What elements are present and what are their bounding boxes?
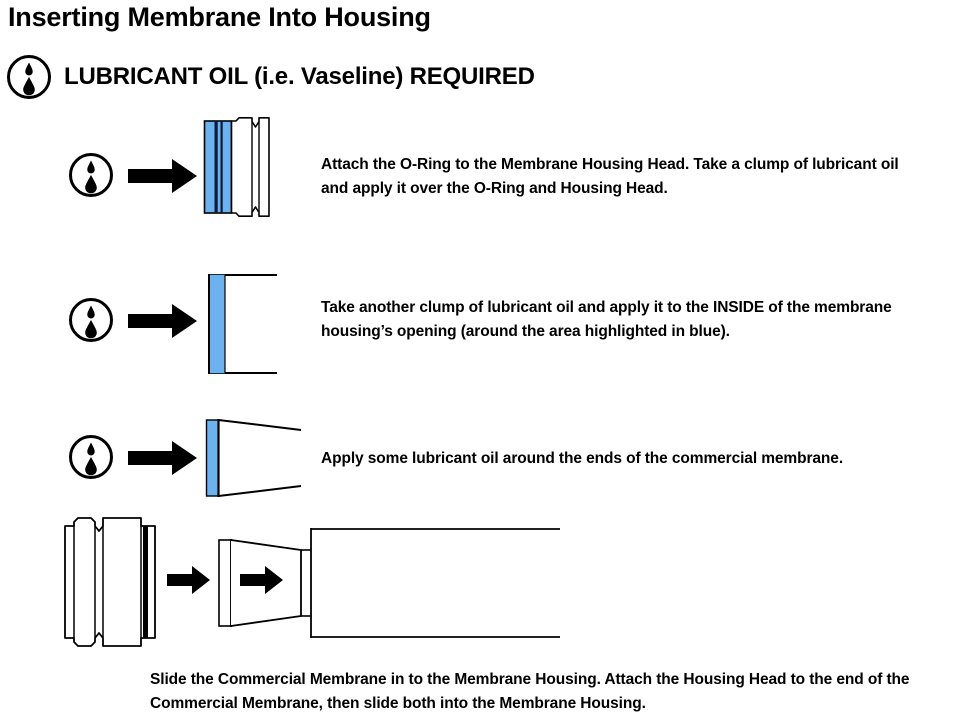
oil-drop-icon [68, 152, 114, 198]
lubricant-warning: LUBRICANT OIL (i.e. Vaseline) REQUIRED [6, 54, 535, 100]
membrane-housing-opening [203, 272, 278, 376]
arrow-right-icon [128, 303, 198, 339]
step-2-instruction: Take another clump of lubricant oil and … [321, 299, 892, 341]
oil-drop-icon [68, 434, 114, 480]
arrow-right-icon [128, 440, 198, 476]
lubricant-warning-label: LUBRICANT OIL (i.e. Vaseline) REQUIRED [64, 63, 535, 90]
arrow-right-icon [128, 158, 198, 194]
step-1-instruction: Attach the O-Ring to the Membrane Housin… [321, 156, 899, 198]
step-4-instruction: Slide the Commercial Membrane in to the … [150, 671, 910, 713]
membrane-housing-head-with-oring [203, 117, 273, 217]
commercial-membrane-tapered-end [205, 418, 305, 498]
page-title: Inserting Membrane Into Housing [8, 2, 431, 32]
step-3-instruction: Apply some lubricant oil around the ends… [321, 450, 844, 467]
assembly-head-membrane-housing [55, 512, 565, 652]
oil-drop-icon [6, 54, 52, 100]
oil-drop-icon [68, 297, 114, 343]
